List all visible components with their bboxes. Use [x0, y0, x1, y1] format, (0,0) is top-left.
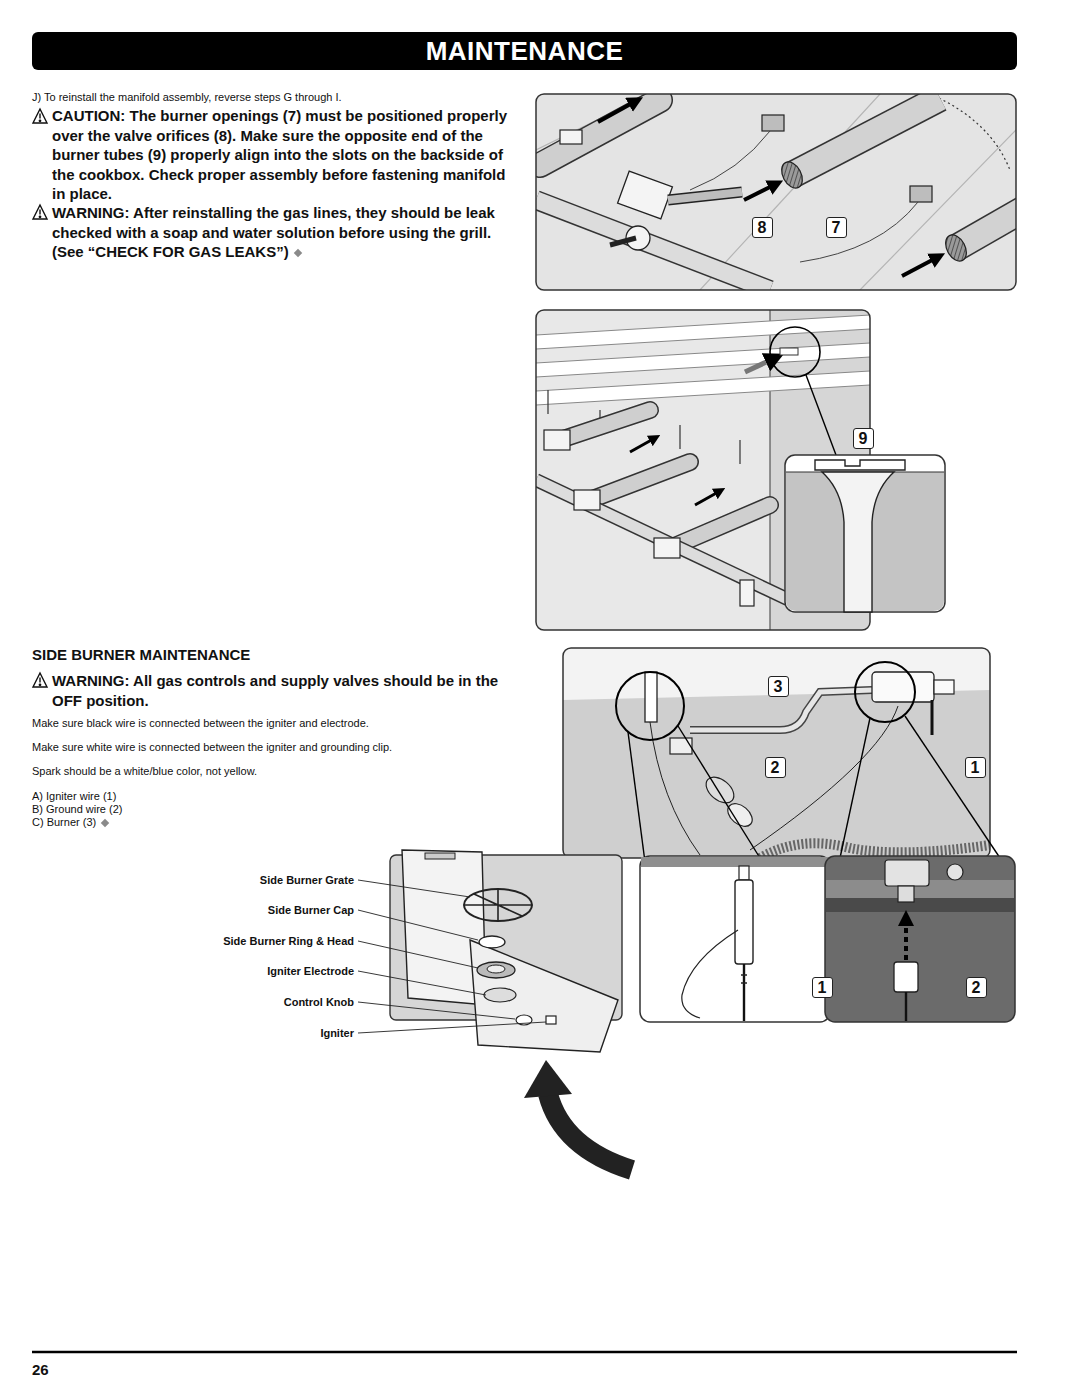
callout-number: 8 — [758, 219, 767, 236]
page-title: MAINTENANCE — [426, 36, 624, 67]
callout-box: 1 — [965, 757, 986, 778]
list-item: A) Igniter wire (1) — [32, 789, 332, 803]
list-item: C) Burner (3) — [32, 815, 332, 829]
callout-number: 9 — [859, 430, 868, 447]
note-text: Spark should be a white/blue color, not … — [32, 764, 512, 778]
page-number: 26 — [32, 1360, 49, 1380]
page-rule — [32, 1351, 1017, 1354]
end-mark — [293, 249, 301, 257]
warning-text: WARNING: After reinstalling the gas line… — [52, 203, 518, 262]
part-name: Side Burner Ring & Head — [223, 934, 354, 948]
side-burner-exploded — [358, 850, 632, 1170]
igniter-zoom — [640, 856, 830, 1022]
callout-box: 9 — [853, 428, 874, 449]
part-name: Control Knob — [284, 995, 354, 1009]
part-name: Igniter — [320, 1026, 354, 1040]
callout-box: 7 — [826, 217, 847, 238]
callout-number: 2 — [972, 979, 981, 996]
burner-panel — [536, 94, 1040, 290]
note-text: Make sure white wire is connected betwee… — [32, 740, 512, 754]
callout-box: 2 — [966, 977, 987, 998]
ground-zoom — [825, 856, 1015, 1022]
part-name: Igniter Electrode — [267, 964, 354, 978]
callout-box: 8 — [752, 217, 773, 238]
side-burner-panel — [563, 648, 1000, 862]
callout-number: 3 — [774, 678, 783, 695]
title-bar: MAINTENANCE — [32, 32, 1017, 70]
section-heading: SIDE BURNER MAINTENANCE — [32, 645, 512, 665]
warning-text: WARNING: All gas controls and supply val… — [52, 671, 518, 710]
callout-box: 2 — [765, 757, 786, 778]
note-text: Make sure black wire is connected betwee… — [32, 716, 512, 730]
end-mark — [101, 819, 109, 827]
warning-icon — [33, 109, 47, 687]
callout-box: 1 — [812, 977, 833, 998]
callout-number: 2 — [771, 759, 780, 776]
callout-box: 3 — [768, 676, 789, 697]
step-text: J) To reinstall the manifold assembly, r… — [32, 90, 512, 104]
callout-number: 1 — [971, 759, 980, 776]
callout-number: 1 — [818, 979, 827, 996]
list-item: B) Ground wire (2) — [32, 802, 332, 816]
part-name: Side Burner Cap — [268, 903, 354, 917]
part-name: Side Burner Grate — [260, 873, 354, 887]
slot-zoom — [785, 375, 945, 612]
callout-number: 7 — [832, 219, 841, 236]
caution-text: CAUTION: The burner openings (7) must be… — [52, 106, 518, 204]
